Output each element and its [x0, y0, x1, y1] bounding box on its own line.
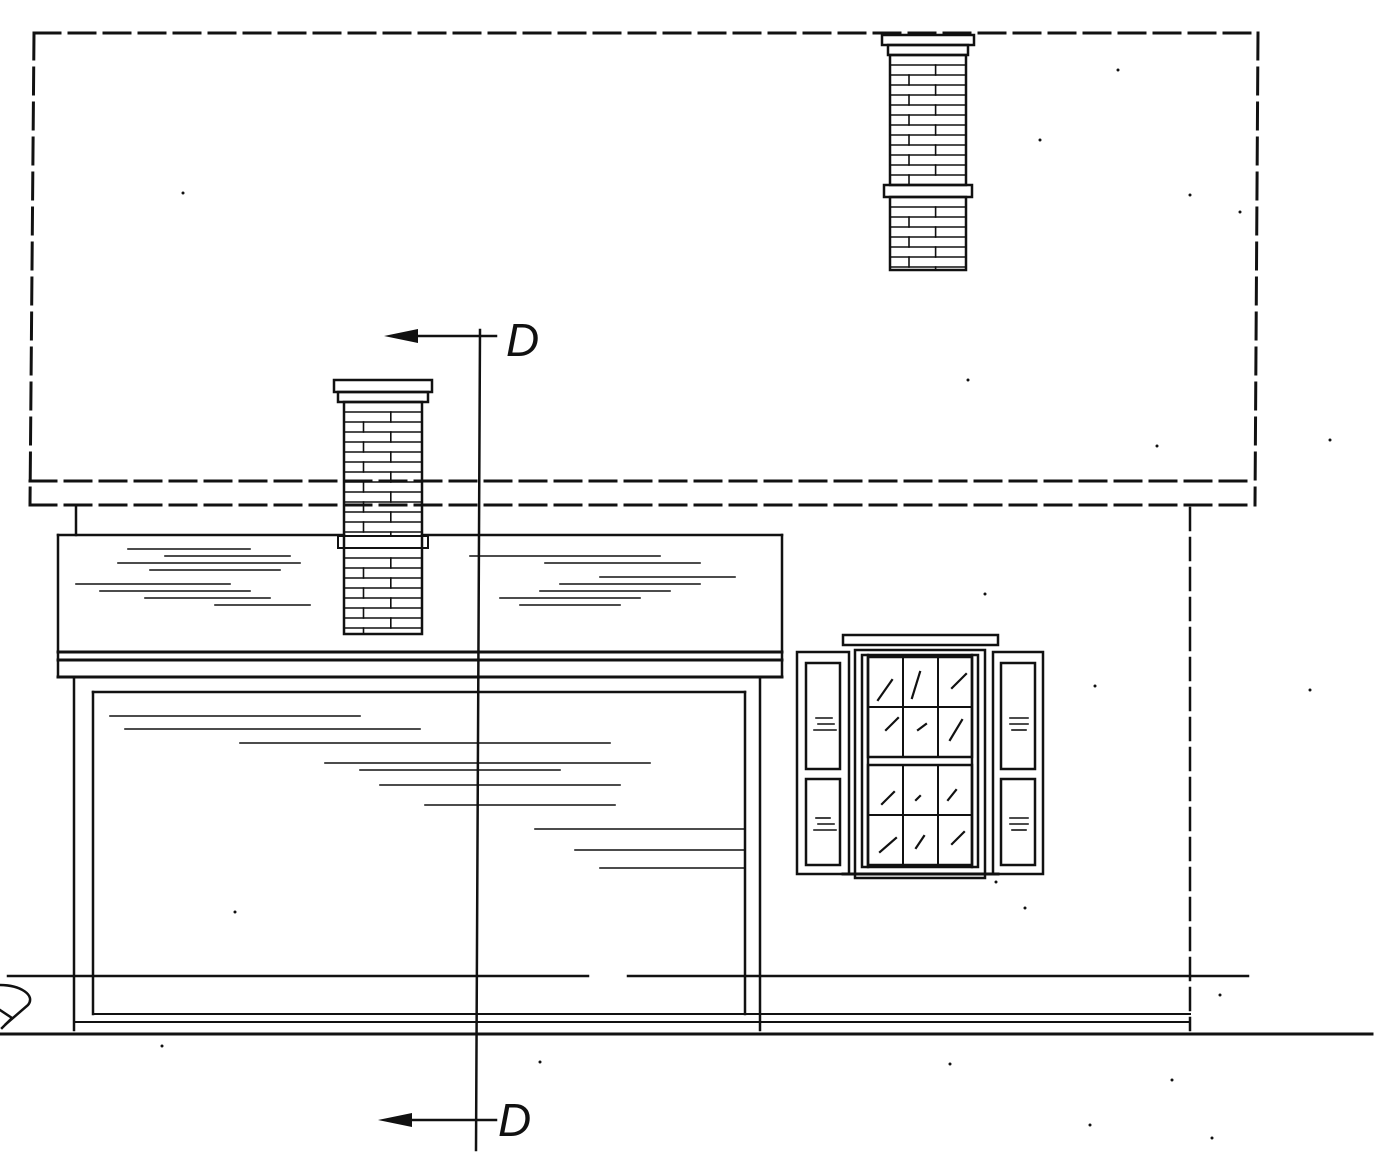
section-label-bottom: D	[498, 1094, 531, 1146]
garage-door-shading	[109, 715, 746, 869]
roof-shading	[75, 548, 736, 606]
grade-lines	[0, 974, 1374, 1036]
left-arrow-fragment	[0, 983, 32, 1030]
upper-roof-outline	[28, 31, 1260, 507]
shutter-marks	[813, 717, 1029, 831]
section-label-top: D	[506, 314, 539, 366]
section-cut-line	[378, 328, 498, 1152]
lower-chimney	[332, 378, 434, 636]
window-with-shutters	[795, 633, 1045, 880]
upper-chimney	[880, 33, 976, 272]
speckle-marks	[160, 68, 1332, 1140]
lower-roof	[56, 503, 784, 679]
window-glass-marks	[876, 670, 968, 854]
garage-door	[72, 675, 1191, 1032]
